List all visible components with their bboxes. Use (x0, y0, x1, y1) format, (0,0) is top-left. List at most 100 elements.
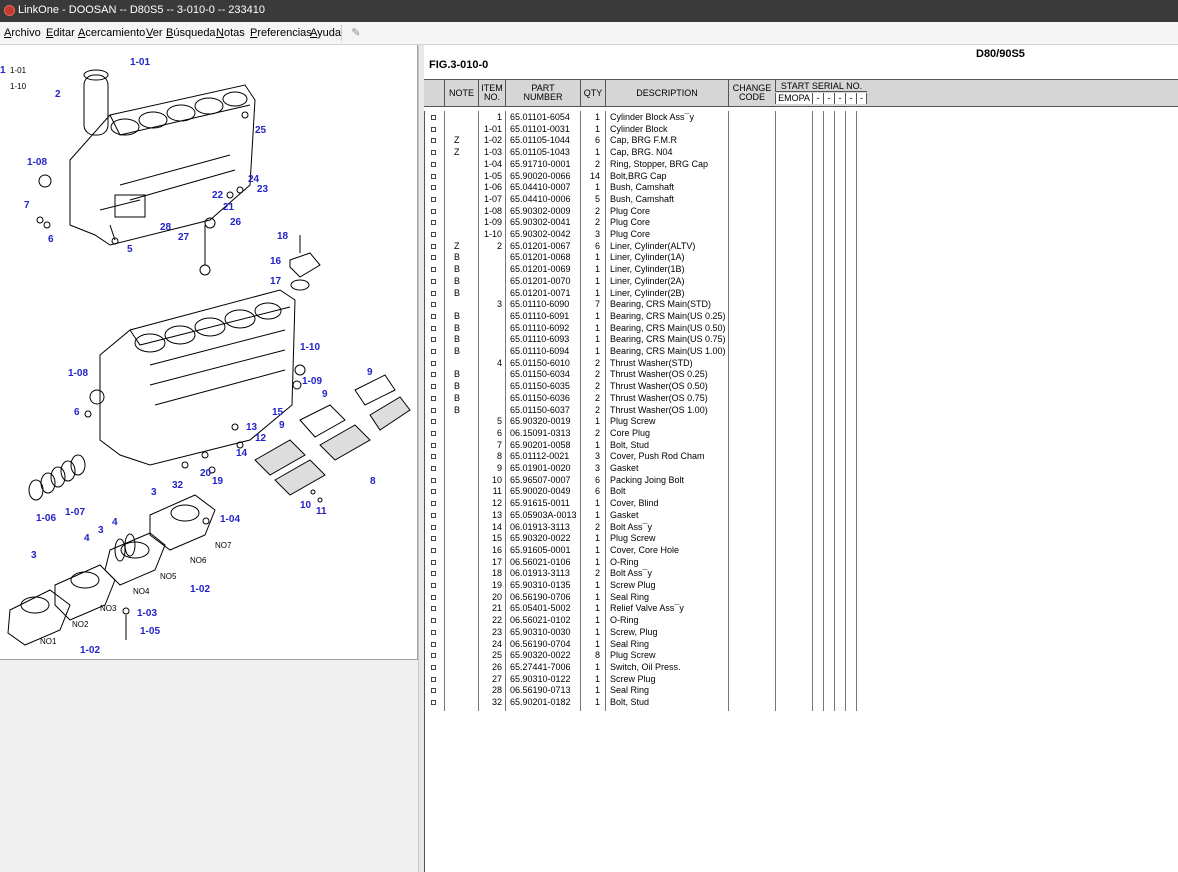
pointer-tool-icon[interactable]: ✎ (351, 27, 361, 39)
row-checkbox[interactable] (431, 594, 436, 600)
row-checkbox[interactable] (431, 138, 436, 144)
row-checkbox[interactable] (431, 571, 436, 577)
row-checkbox[interactable] (431, 641, 436, 647)
row-checkbox[interactable] (431, 267, 436, 273)
row-checkbox[interactable] (431, 313, 436, 319)
row-checkbox[interactable] (431, 583, 436, 588)
menu-archivo[interactable]: Archivo (4, 27, 41, 39)
row-checkbox[interactable] (431, 629, 436, 635)
row-checkbox[interactable] (431, 430, 436, 436)
row-checkbox[interactable] (431, 395, 436, 401)
row-checkbox[interactable] (431, 466, 436, 471)
row-checkbox[interactable] (431, 185, 436, 191)
menu-acercamiento[interactable]: Acercamiento (78, 27, 146, 39)
row-checkbox[interactable] (431, 302, 436, 308)
row-checkbox[interactable] (431, 606, 436, 612)
menu-ver[interactable]: Ver (146, 27, 163, 39)
row-checkbox[interactable] (431, 547, 436, 553)
row-checkbox[interactable] (431, 501, 436, 507)
row-checkbox[interactable] (431, 559, 436, 565)
row-checkbox[interactable] (431, 126, 436, 132)
row-checkbox[interactable] (431, 349, 436, 354)
row-checkbox[interactable] (431, 477, 436, 483)
menu-busqueda[interactable]: Búsqueda (166, 27, 216, 39)
row-checkbox[interactable] (431, 419, 436, 425)
row-checkbox[interactable] (431, 196, 436, 202)
row-checkbox[interactable] (431, 653, 436, 659)
row-checkbox[interactable] (431, 489, 436, 495)
row-checkbox[interactable] (431, 676, 436, 682)
row-checkbox[interactable] (431, 325, 436, 331)
row-checkbox[interactable] (431, 524, 436, 530)
row-checkbox[interactable] (431, 536, 436, 542)
row-checkbox[interactable] (431, 115, 436, 120)
menu-preferencias[interactable]: Preferencias (250, 27, 312, 39)
row-checkbox[interactable] (431, 512, 436, 518)
row-checkbox[interactable] (431, 442, 436, 448)
row-checkbox[interactable] (431, 278, 436, 284)
menu-ayuda[interactable]: Ayuda (310, 27, 341, 39)
row-checkbox[interactable] (431, 372, 436, 378)
row-checkbox[interactable] (431, 208, 436, 214)
row-checkbox[interactable] (431, 173, 436, 179)
row-checkbox[interactable] (431, 290, 436, 296)
row-checkbox[interactable] (431, 150, 436, 156)
row-checkbox[interactable] (431, 243, 436, 249)
row-checkbox[interactable] (431, 255, 436, 261)
row-checkbox[interactable] (431, 384, 436, 390)
row-checkbox[interactable] (431, 232, 436, 237)
row-checkbox[interactable] (431, 700, 436, 705)
menu-notas[interactable]: Notas (216, 27, 245, 39)
row-checkbox[interactable] (431, 454, 436, 460)
row-checkbox[interactable] (431, 618, 436, 624)
row-checkbox[interactable] (431, 337, 436, 343)
